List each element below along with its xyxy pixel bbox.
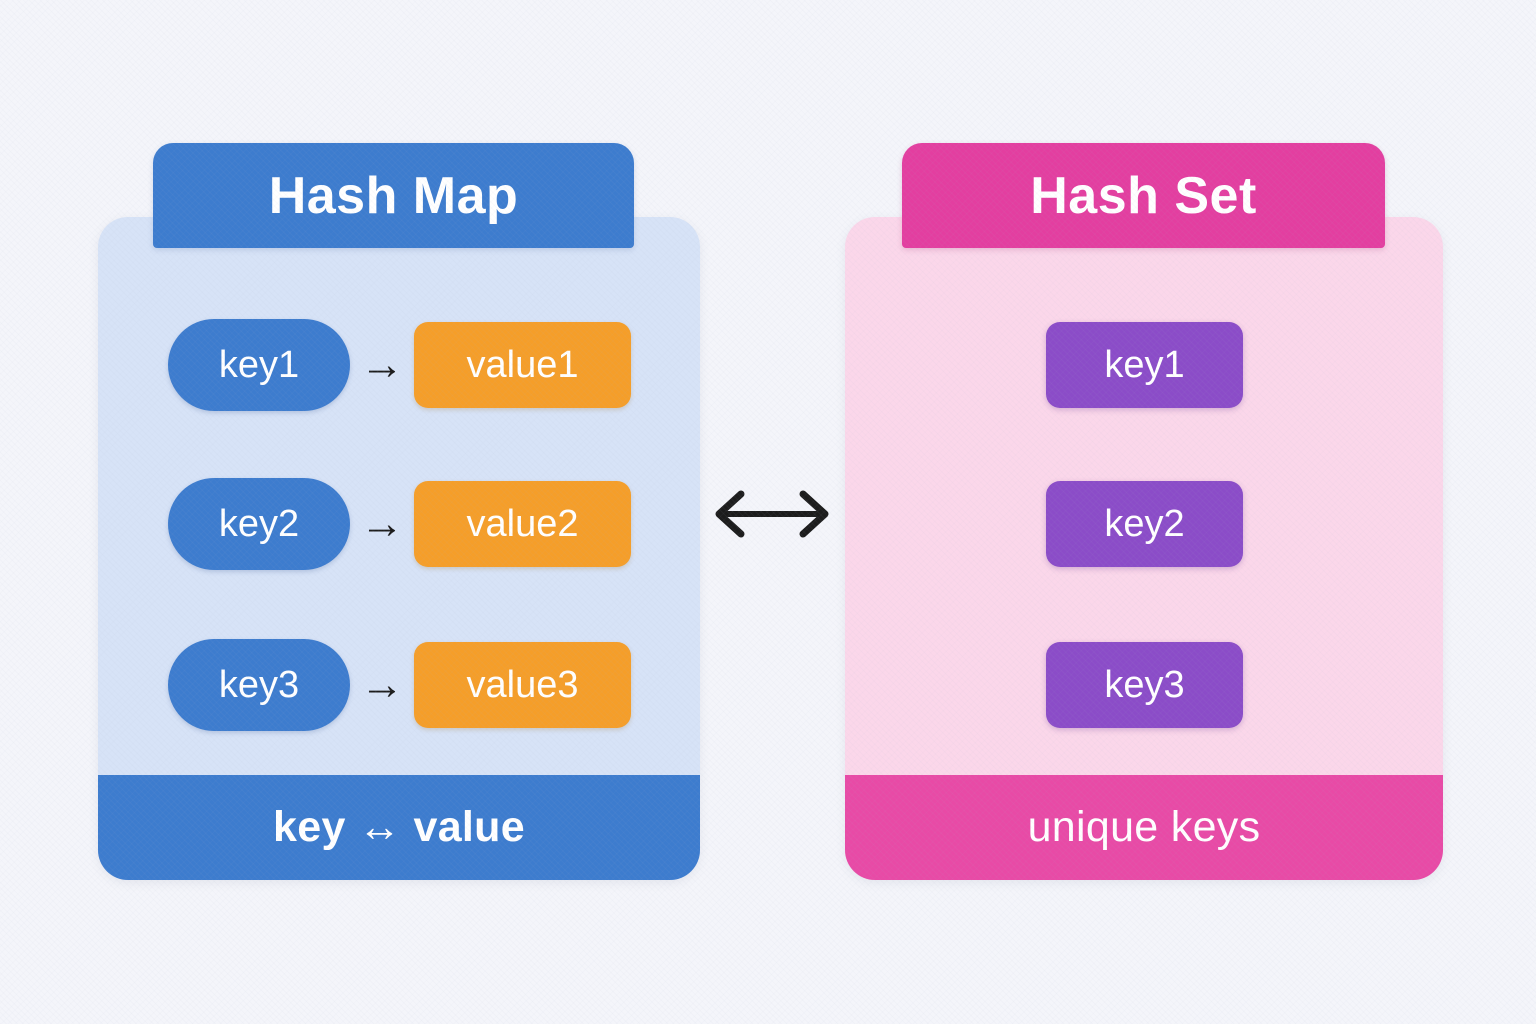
hash-set-header-tab: Hash Set	[902, 143, 1385, 248]
maps-to-arrow-icon: →	[360, 499, 404, 548]
hash-map-entry-row: key1 → value1	[168, 319, 631, 411]
bidirectional-arrow-icon	[715, 490, 829, 538]
hash-map-value-box: value3	[414, 642, 631, 728]
hash-set-footer: unique keys	[845, 775, 1443, 880]
hash-map-key-pill: key1	[168, 319, 350, 411]
hash-map-value-box: value1	[414, 322, 631, 408]
hash-map-footer: key ↔ value	[98, 775, 700, 880]
hash-set-item: key3	[1046, 642, 1243, 728]
hash-map-key-pill: key3	[168, 639, 350, 731]
hash-set-item: key2	[1046, 481, 1243, 567]
hash-set-footer-label: unique keys	[1027, 803, 1261, 851]
hash-map-footer-label: key ↔ value	[273, 803, 525, 851]
hash-map-key-pill: key2	[168, 478, 350, 570]
hash-map-header-tab: Hash Map	[153, 143, 634, 248]
hash-set-item: key1	[1046, 322, 1243, 408]
maps-to-arrow-icon: →	[360, 340, 404, 389]
maps-to-arrow-icon: →	[360, 660, 404, 709]
hash-set-title: Hash Set	[1030, 166, 1257, 225]
hash-map-entry-row: key3 → value3	[168, 639, 631, 731]
hash-map-entry-row: key2 → value2	[168, 478, 631, 570]
hash-map-title: Hash Map	[268, 166, 519, 225]
hash-map-value-box: value2	[414, 481, 631, 567]
